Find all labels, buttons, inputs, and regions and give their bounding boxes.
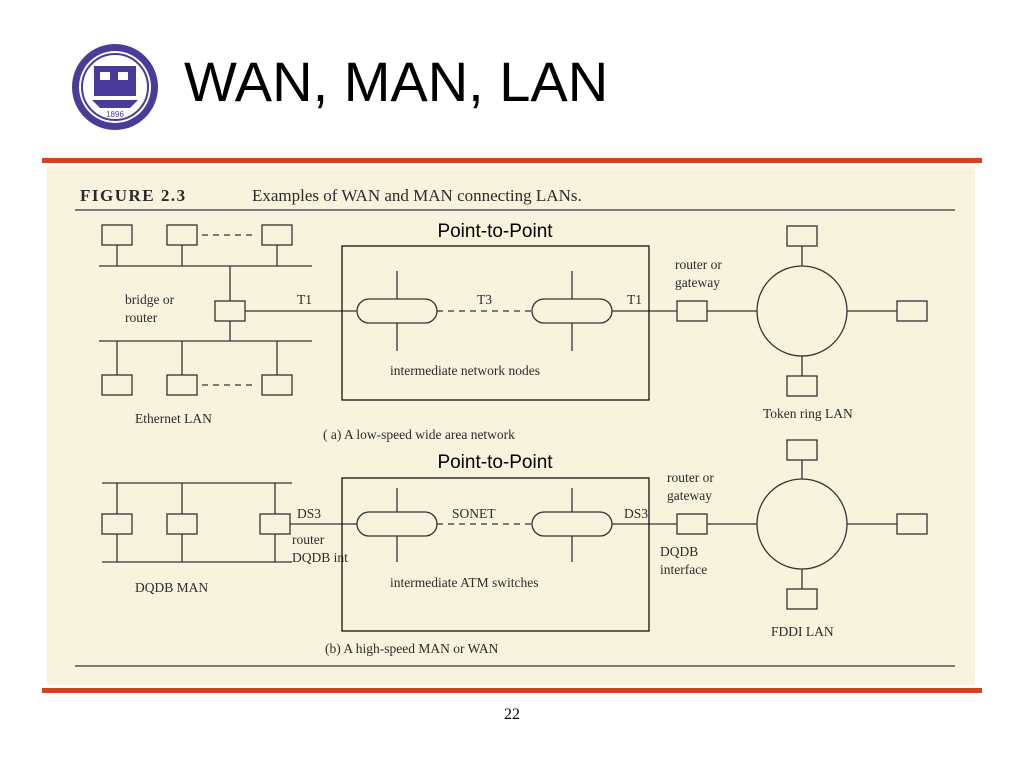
t3-label: T3 — [477, 292, 492, 307]
point-to-point-box-a — [341, 245, 650, 401]
host-box — [166, 374, 198, 396]
seal-inner-ring — [81, 53, 149, 121]
atm-switches-label: intermediate ATM switches — [390, 575, 538, 590]
host-box — [261, 374, 293, 396]
ethernet-lan-label: Ethernet LAN — [135, 411, 212, 426]
t1-left-label: T1 — [297, 292, 312, 307]
dqdb-interface-label-line2: interface — [660, 562, 707, 577]
gateway-label-line1: router or — [667, 470, 714, 485]
network-node — [356, 298, 438, 324]
bridge-router-box — [214, 300, 246, 322]
dqdb-router-box — [259, 513, 291, 535]
page-number: 22 — [504, 706, 520, 723]
bridge-label-line2: router — [125, 310, 158, 325]
gateway-box — [676, 300, 708, 322]
figure-caption-label: FIGURE 2.3 — [80, 186, 187, 205]
diagram-b-caption: (b) A high-speed MAN or WAN — [325, 641, 499, 656]
seal-emblem-window — [100, 72, 110, 80]
gateway-label-line2: gateway — [675, 275, 720, 290]
top-divider — [42, 158, 982, 163]
host-box — [166, 224, 198, 246]
sonet-label: SONET — [452, 506, 496, 521]
ring-station-box — [786, 225, 818, 247]
ring-station-box — [786, 375, 818, 397]
bridge-label-line1: bridge or — [125, 292, 175, 307]
diagram-a-caption: ( a) A low-speed wide area network — [323, 427, 515, 442]
network-figure: FIGURE 2.3 Examples of WAN and MAN conne… — [47, 166, 975, 685]
seal-year: 1896 — [106, 110, 124, 119]
bottom-divider — [42, 688, 982, 693]
atm-switch — [531, 511, 613, 537]
atm-switch — [356, 511, 438, 537]
host-box — [261, 224, 293, 246]
nodes-label: intermediate network nodes — [390, 363, 540, 378]
figure-background — [47, 166, 975, 685]
point-to-point-label-b: Point-to-Point — [437, 452, 553, 473]
host-box — [101, 374, 133, 396]
token-ring — [756, 265, 848, 357]
gateway-label-line1: router or — [675, 257, 722, 272]
diagram-a-labels: bridge or router T1 T3 T1 router or gate… — [125, 257, 853, 442]
dqdb-interface-label-line1: DQDB — [660, 544, 698, 559]
token-ring-label: Token ring LAN — [763, 406, 853, 421]
seal-emblem — [94, 66, 136, 96]
point-to-point-box-b — [341, 477, 650, 632]
gateway-label-line2: gateway — [667, 488, 712, 503]
router-label-line1: router — [292, 532, 325, 547]
ds3-left-label: DS3 — [297, 506, 321, 521]
university-seal-logo: 1896 — [72, 44, 158, 130]
dqdb-station-box — [166, 513, 198, 535]
point-to-point-label-a: Point-to-Point — [437, 221, 553, 242]
seal-emblem-window — [118, 72, 128, 80]
figure-caption-text: Examples of WAN and MAN connecting LANs. — [252, 186, 582, 205]
gateway-box — [676, 513, 708, 535]
router-label-line2: DQDB int — [292, 550, 348, 565]
slide-title: WAN, MAN, LAN — [184, 50, 609, 113]
host-box — [101, 224, 133, 246]
network-node — [531, 298, 613, 324]
ring-station-box — [896, 300, 928, 322]
diagram-a — [99, 224, 928, 397]
fddi-lan-label: FDDI LAN — [771, 624, 834, 639]
diagram-b-labels: DS3 router DQDB int SONET DS3 router or … — [135, 470, 834, 656]
t1-right-label: T1 — [627, 292, 642, 307]
ring-station-box — [896, 513, 928, 535]
diagram-b — [101, 439, 928, 610]
dqdb-man-label: DQDB MAN — [135, 580, 208, 595]
ring-station-box — [786, 439, 818, 461]
seal-emblem-base — [92, 100, 138, 108]
fddi-ring — [756, 478, 848, 570]
ring-station-box — [786, 588, 818, 610]
dqdb-station-box — [101, 513, 133, 535]
ds3-right-label: DS3 — [624, 506, 648, 521]
